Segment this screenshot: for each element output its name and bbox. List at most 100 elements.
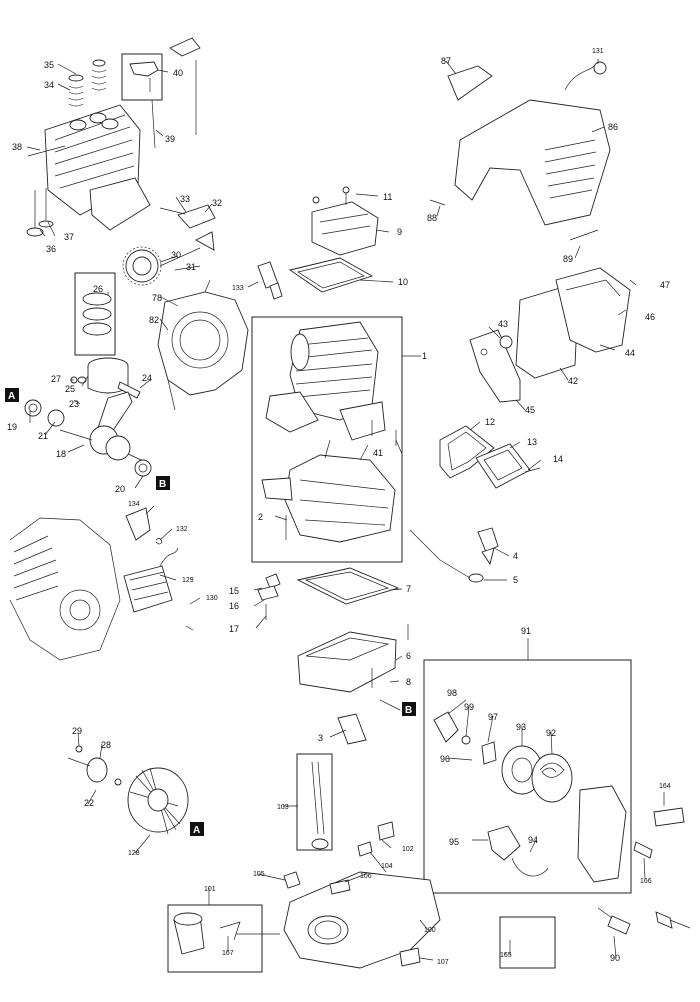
- callout-29: 29: [72, 726, 82, 736]
- callout-25: 25: [65, 384, 75, 394]
- cylinder-group-box: [251, 316, 403, 563]
- recoil-starter-drawing: [433, 711, 627, 883]
- callout-95: 95: [449, 837, 459, 847]
- callout-46: 46: [645, 312, 655, 322]
- callout-39: 39: [165, 134, 175, 144]
- callout-82: 82: [149, 315, 159, 325]
- muffler-cover-drawing: [447, 61, 611, 226]
- callout-36: 36: [46, 244, 56, 254]
- fuel-filter-box: [296, 753, 333, 851]
- callout-28: 28: [101, 740, 111, 750]
- crankcase-drawing: [261, 439, 396, 543]
- callout-18: 18: [56, 449, 66, 459]
- callout-15: 15: [229, 586, 239, 596]
- ignition-coil-drawing: [123, 507, 179, 613]
- callout-92: 92: [546, 728, 556, 738]
- callout-47: 47: [660, 280, 670, 290]
- callout-101: 101: [204, 886, 216, 893]
- callout-103: 103: [277, 804, 289, 811]
- callout-14: 14: [553, 454, 563, 464]
- callout-107: 107: [437, 959, 449, 966]
- callout-96: 96: [440, 754, 450, 764]
- piston-ring-box: [74, 272, 116, 356]
- oil-pan-drawing: [297, 631, 401, 745]
- callout-130: 130: [206, 595, 218, 602]
- fuel-tank-drawing: [283, 871, 441, 969]
- svg-text:B: B: [405, 705, 412, 716]
- callout-22: 22: [84, 798, 94, 808]
- callout-20: 20: [115, 484, 125, 494]
- callout-104: 104: [381, 863, 393, 870]
- leader-lines: [26, 59, 665, 961]
- callout-8: 8: [406, 677, 411, 687]
- breather-drawing: [409, 527, 499, 583]
- callout-3: 3: [318, 733, 323, 743]
- valve-spring-drawing: [68, 59, 107, 107]
- muffler-drawing: [469, 267, 631, 403]
- screw-drawing: [597, 907, 691, 935]
- callout-30: 30: [171, 250, 181, 260]
- callout-31: 31: [186, 262, 196, 272]
- decal-drawing: [633, 807, 685, 859]
- callout-87: 87: [441, 56, 451, 66]
- marker-b-mid: B: [402, 702, 416, 716]
- callout-97: 97: [488, 712, 498, 722]
- cylinder-drawing: [265, 321, 386, 441]
- marker-a-left: A: [5, 388, 19, 402]
- callout-86: 86: [608, 122, 618, 132]
- callout-10: 10: [398, 277, 408, 287]
- callout-5: 5: [513, 575, 518, 585]
- callout-102: 102: [402, 846, 414, 853]
- fuel-filter-drawing: [311, 761, 395, 857]
- crankcase-cover-drawing: [157, 279, 249, 411]
- svg-text:B: B: [159, 479, 166, 490]
- callout-99: 99: [464, 702, 474, 712]
- callout-23: 23: [69, 399, 79, 409]
- callout-26: 26: [93, 284, 103, 294]
- callout-4: 4: [513, 551, 518, 561]
- callout-34: 34: [44, 80, 54, 90]
- recoil-starter-group-box: [423, 659, 632, 894]
- callout-165: 165: [500, 952, 512, 959]
- callout-6: 6: [406, 651, 411, 661]
- spark-plug-drawing: [257, 261, 283, 300]
- callout-133: 133: [232, 285, 244, 292]
- callout-166: 166: [640, 878, 652, 885]
- callout-106: 106: [360, 873, 372, 880]
- callout-35: 35: [44, 60, 54, 70]
- head-cover-drawing: [288, 186, 379, 293]
- primer-box: [167, 904, 263, 973]
- callout-98: 98: [447, 688, 457, 698]
- engine-block-outline-drawing: [9, 517, 121, 661]
- callout-32: 32: [212, 198, 222, 208]
- callout-13: 13: [527, 437, 537, 447]
- flywheel-drawing: [67, 745, 189, 835]
- callout-9: 9: [397, 227, 402, 237]
- callout-21: 21: [38, 431, 48, 441]
- callout-17: 17: [229, 624, 239, 634]
- label-box: [499, 916, 556, 969]
- camshaft-gear-drawing: [122, 204, 216, 286]
- callout-94: 94: [528, 835, 538, 845]
- callout-41: 41: [373, 448, 383, 458]
- callout-11: 11: [383, 192, 392, 202]
- callout-89: 89: [563, 254, 573, 264]
- callout-132: 132: [176, 526, 188, 533]
- callout-128: 128: [128, 850, 140, 857]
- callout-45: 45: [525, 405, 535, 415]
- callout-90: 90: [610, 953, 620, 963]
- piston-rings-drawing: [82, 292, 112, 336]
- callout-19: 19: [7, 422, 17, 432]
- gasket-drawing: [296, 425, 531, 605]
- callout-100: 100: [424, 927, 436, 934]
- callout-1: 1: [422, 351, 427, 361]
- callout-131: 131: [592, 48, 604, 55]
- callout-43: 43: [498, 319, 508, 329]
- callout-24: 24: [142, 373, 152, 383]
- callout-78: 78: [152, 293, 162, 303]
- callout-93: 93: [516, 722, 526, 732]
- marker-b-left: B: [156, 476, 170, 490]
